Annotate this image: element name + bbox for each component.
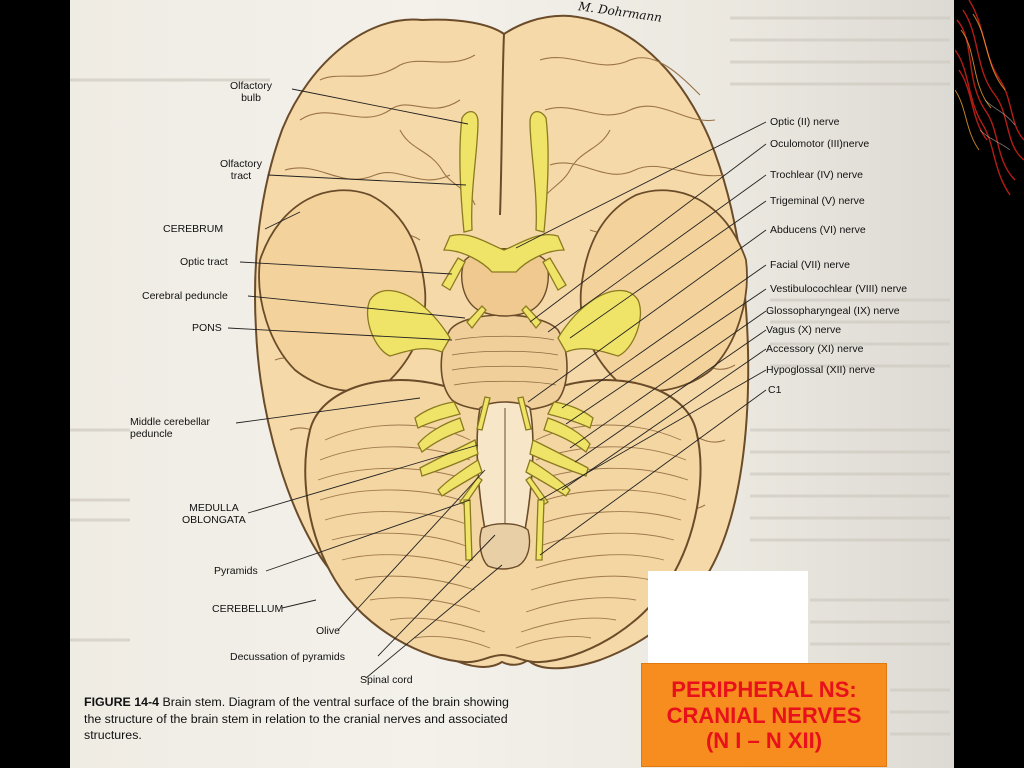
cranial-nerves — [366, 111, 642, 561]
optic-tract-right — [542, 257, 567, 291]
label-vestibulocochlear-nerve: Vestibulocochlear (VIII) nerve — [770, 283, 908, 295]
flame-decoration — [955, 0, 1024, 768]
label-facial-nerve: Facial (VII) nerve — [770, 259, 850, 271]
label-pons: PONS — [192, 322, 222, 334]
olfactory-left — [459, 111, 479, 233]
facial-right — [547, 401, 594, 429]
title-line-1: PERIPHERAL NS: — [671, 677, 857, 702]
spinal-cord-shape — [479, 523, 531, 570]
label-vagus-nerve: Vagus (X) nerve — [766, 324, 842, 336]
label-trochlear-nerve: Trochlear (IV) nerve — [770, 169, 863, 181]
vestibulo-left — [417, 417, 465, 454]
cerebellar-folia — [317, 424, 689, 649]
optic-tract-left — [441, 257, 466, 291]
leader-lines-right — [515, 121, 767, 556]
label-hypoglossal-nerve: Hypoglossal (XII) nerve — [766, 364, 876, 376]
spinal-root-right — [535, 499, 545, 561]
label-accessory-nerve: Accessory (XI) nerve — [766, 343, 864, 355]
abducens-left — [476, 396, 491, 431]
caption-text: Brain stem. Diagram of the ventral surfa… — [84, 695, 509, 742]
label-olive: Olive — [316, 625, 340, 637]
leader-lines-left — [227, 88, 503, 679]
trigeminal-right — [557, 289, 642, 357]
optic-chiasm — [443, 234, 565, 273]
label-optic-tract: Optic tract — [180, 256, 228, 268]
oculomotor-left — [466, 305, 487, 330]
figure-number: FIGURE 14-4 — [84, 695, 160, 709]
vagus-right — [529, 439, 589, 477]
longitudinal-fissure — [499, 33, 505, 216]
white-overlay-patch — [648, 571, 808, 663]
spinal-root-left — [463, 499, 473, 561]
facial-left — [414, 401, 461, 429]
slide-title-box: PERIPHERAL NS: CRANIAL NERVES (N I – N X… — [641, 663, 887, 767]
title-line-2: CRANIAL NERVES — [666, 702, 862, 728]
vestibulo-right — [543, 417, 591, 454]
label-olfactory-bulb: Olfactory bulb — [230, 80, 273, 104]
label-decussation: Decussation of pyramids — [230, 651, 345, 663]
hypoglossal-left — [459, 476, 483, 506]
pons-shape — [440, 314, 568, 412]
figure-page: M. Dohrmann Olfactory bulb Olfactory tra… — [70, 0, 954, 768]
trigeminal-left — [366, 289, 451, 357]
oculomotor-right — [521, 305, 542, 330]
label-pyramids: Pyramids — [214, 565, 258, 577]
label-optic-nerve: Optic (II) nerve — [770, 116, 840, 128]
olfactory-right — [529, 111, 549, 233]
label-glossopharyngeal-nerve: Glossopharyngeal (IX) nerve — [766, 305, 900, 317]
label-cerebellum: CEREBELLUM — [212, 603, 284, 615]
label-middle-cerebellar-peduncle: Middle cerebellar peduncle — [130, 416, 210, 440]
label-cerebral-peduncle: Cerebral peduncle — [142, 290, 228, 302]
brain-diagram — [70, 14, 950, 736]
hypoglossal-right — [525, 476, 549, 506]
figure-caption: FIGURE 14-4 Brain stem. Diagram of the v… — [84, 694, 524, 744]
accessory-right — [525, 459, 571, 497]
background-text-lines — [70, 16, 950, 736]
abducens-right — [517, 396, 532, 431]
decorative-edge — [955, 0, 1024, 768]
label-c1: C1 — [768, 384, 782, 396]
label-medulla-oblongata: MEDULLA OBLONGATA — [182, 502, 246, 526]
label-cerebrum: CEREBRUM — [163, 223, 224, 235]
label-oculomotor-nerve: Oculomotor (III)nerve — [770, 138, 870, 150]
label-trigeminal-nerve: Trigeminal (V) nerve — [770, 195, 865, 207]
label-olfactory-tract: Olfactory tract — [220, 158, 263, 182]
label-abducens-nerve: Abducens (VI) nerve — [770, 224, 866, 236]
accessory-left — [437, 459, 483, 497]
title-line-3: (N I – N XII) — [705, 728, 823, 753]
pons-fibers — [451, 335, 559, 386]
label-spinal-cord: Spinal cord — [360, 674, 413, 686]
